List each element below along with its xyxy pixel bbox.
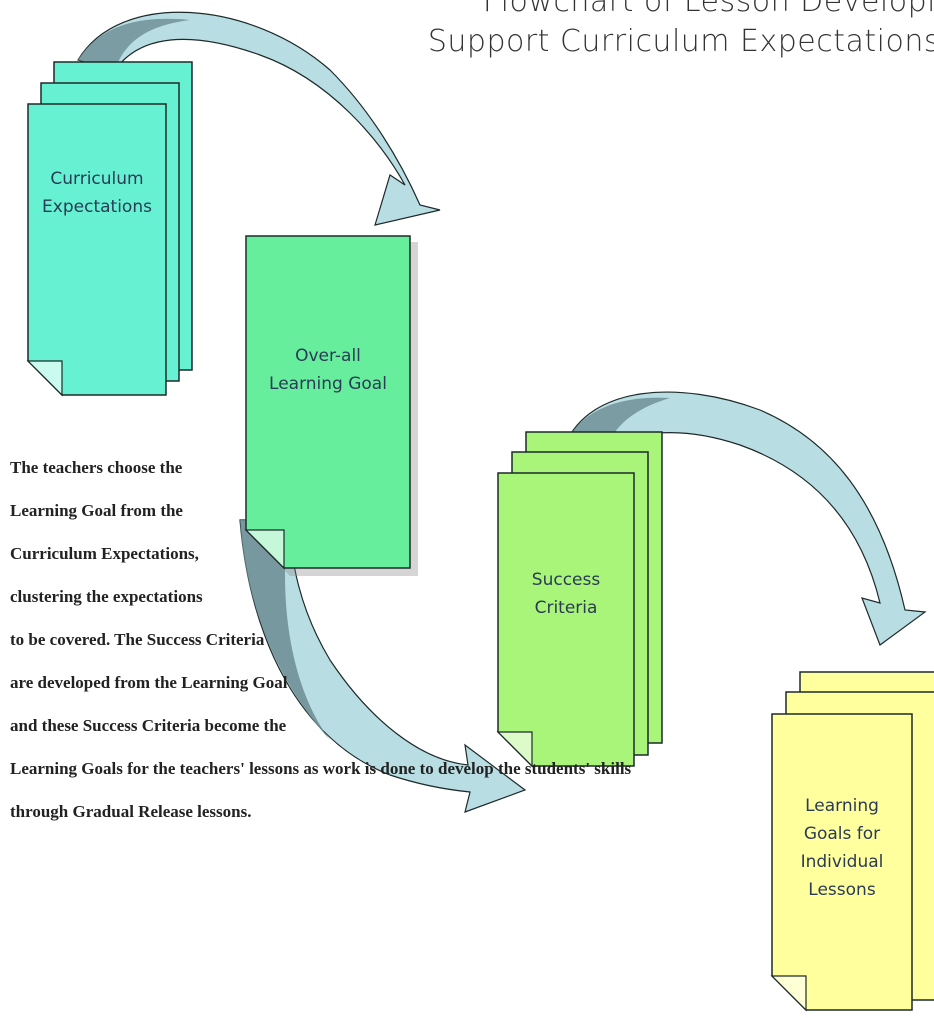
overall-label-line-2: Learning Goal — [269, 374, 387, 394]
title-line-2: Support Curriculum Expectations — [427, 24, 934, 59]
node-learning-goals-individual-lessons — [770, 671, 934, 1012]
node-success-criteria — [496, 431, 663, 768]
success-label-line-2: Criteria — [534, 598, 598, 618]
curriculum-label-line-2: Expectations — [42, 197, 152, 217]
overall-label-line-1: Over-all — [295, 346, 361, 366]
description-line: Curriculum Expectations, — [10, 544, 199, 563]
learning-goals-lessons-label: Learning Goals for Individual Lessons — [772, 792, 912, 904]
title-line-1: Flowchart of Lesson Developing — [482, 0, 934, 19]
description-line: The teachers choose the — [10, 458, 183, 477]
description-line: and these Success Criteria become the — [10, 716, 287, 735]
description-line: Learning Goals for the teachers' lessons… — [10, 759, 632, 778]
lessons-label-line-1: Learning — [805, 796, 879, 816]
description-line: clustering the expectations — [10, 587, 203, 606]
arrow-curriculum-to-goal — [77, 11, 441, 226]
success-label-line-1: Success — [531, 570, 601, 590]
lessons-label-line-2: Goals for — [803, 824, 881, 844]
overall-learning-goal-label: Over-all Learning Goal — [246, 342, 410, 398]
lessons-label-line-4: Lessons — [808, 880, 876, 900]
node-overall-learning-goal — [244, 235, 418, 576]
description-line: through Gradual Release lessons. — [10, 802, 252, 821]
curriculum-expectations-label: Curriculum Expectations — [28, 165, 166, 221]
success-criteria-label: Success Criteria — [498, 566, 634, 622]
description-line: are developed from the Learning Goal — [10, 673, 288, 692]
curriculum-label-line-1: Curriculum — [50, 169, 144, 189]
lessons-label-line-3: Individual — [800, 852, 884, 872]
node-curriculum-expectations — [26, 61, 193, 397]
description-line: Learning Goal from the — [10, 501, 183, 520]
description-line: to be covered. The Success Criteria — [10, 630, 265, 649]
